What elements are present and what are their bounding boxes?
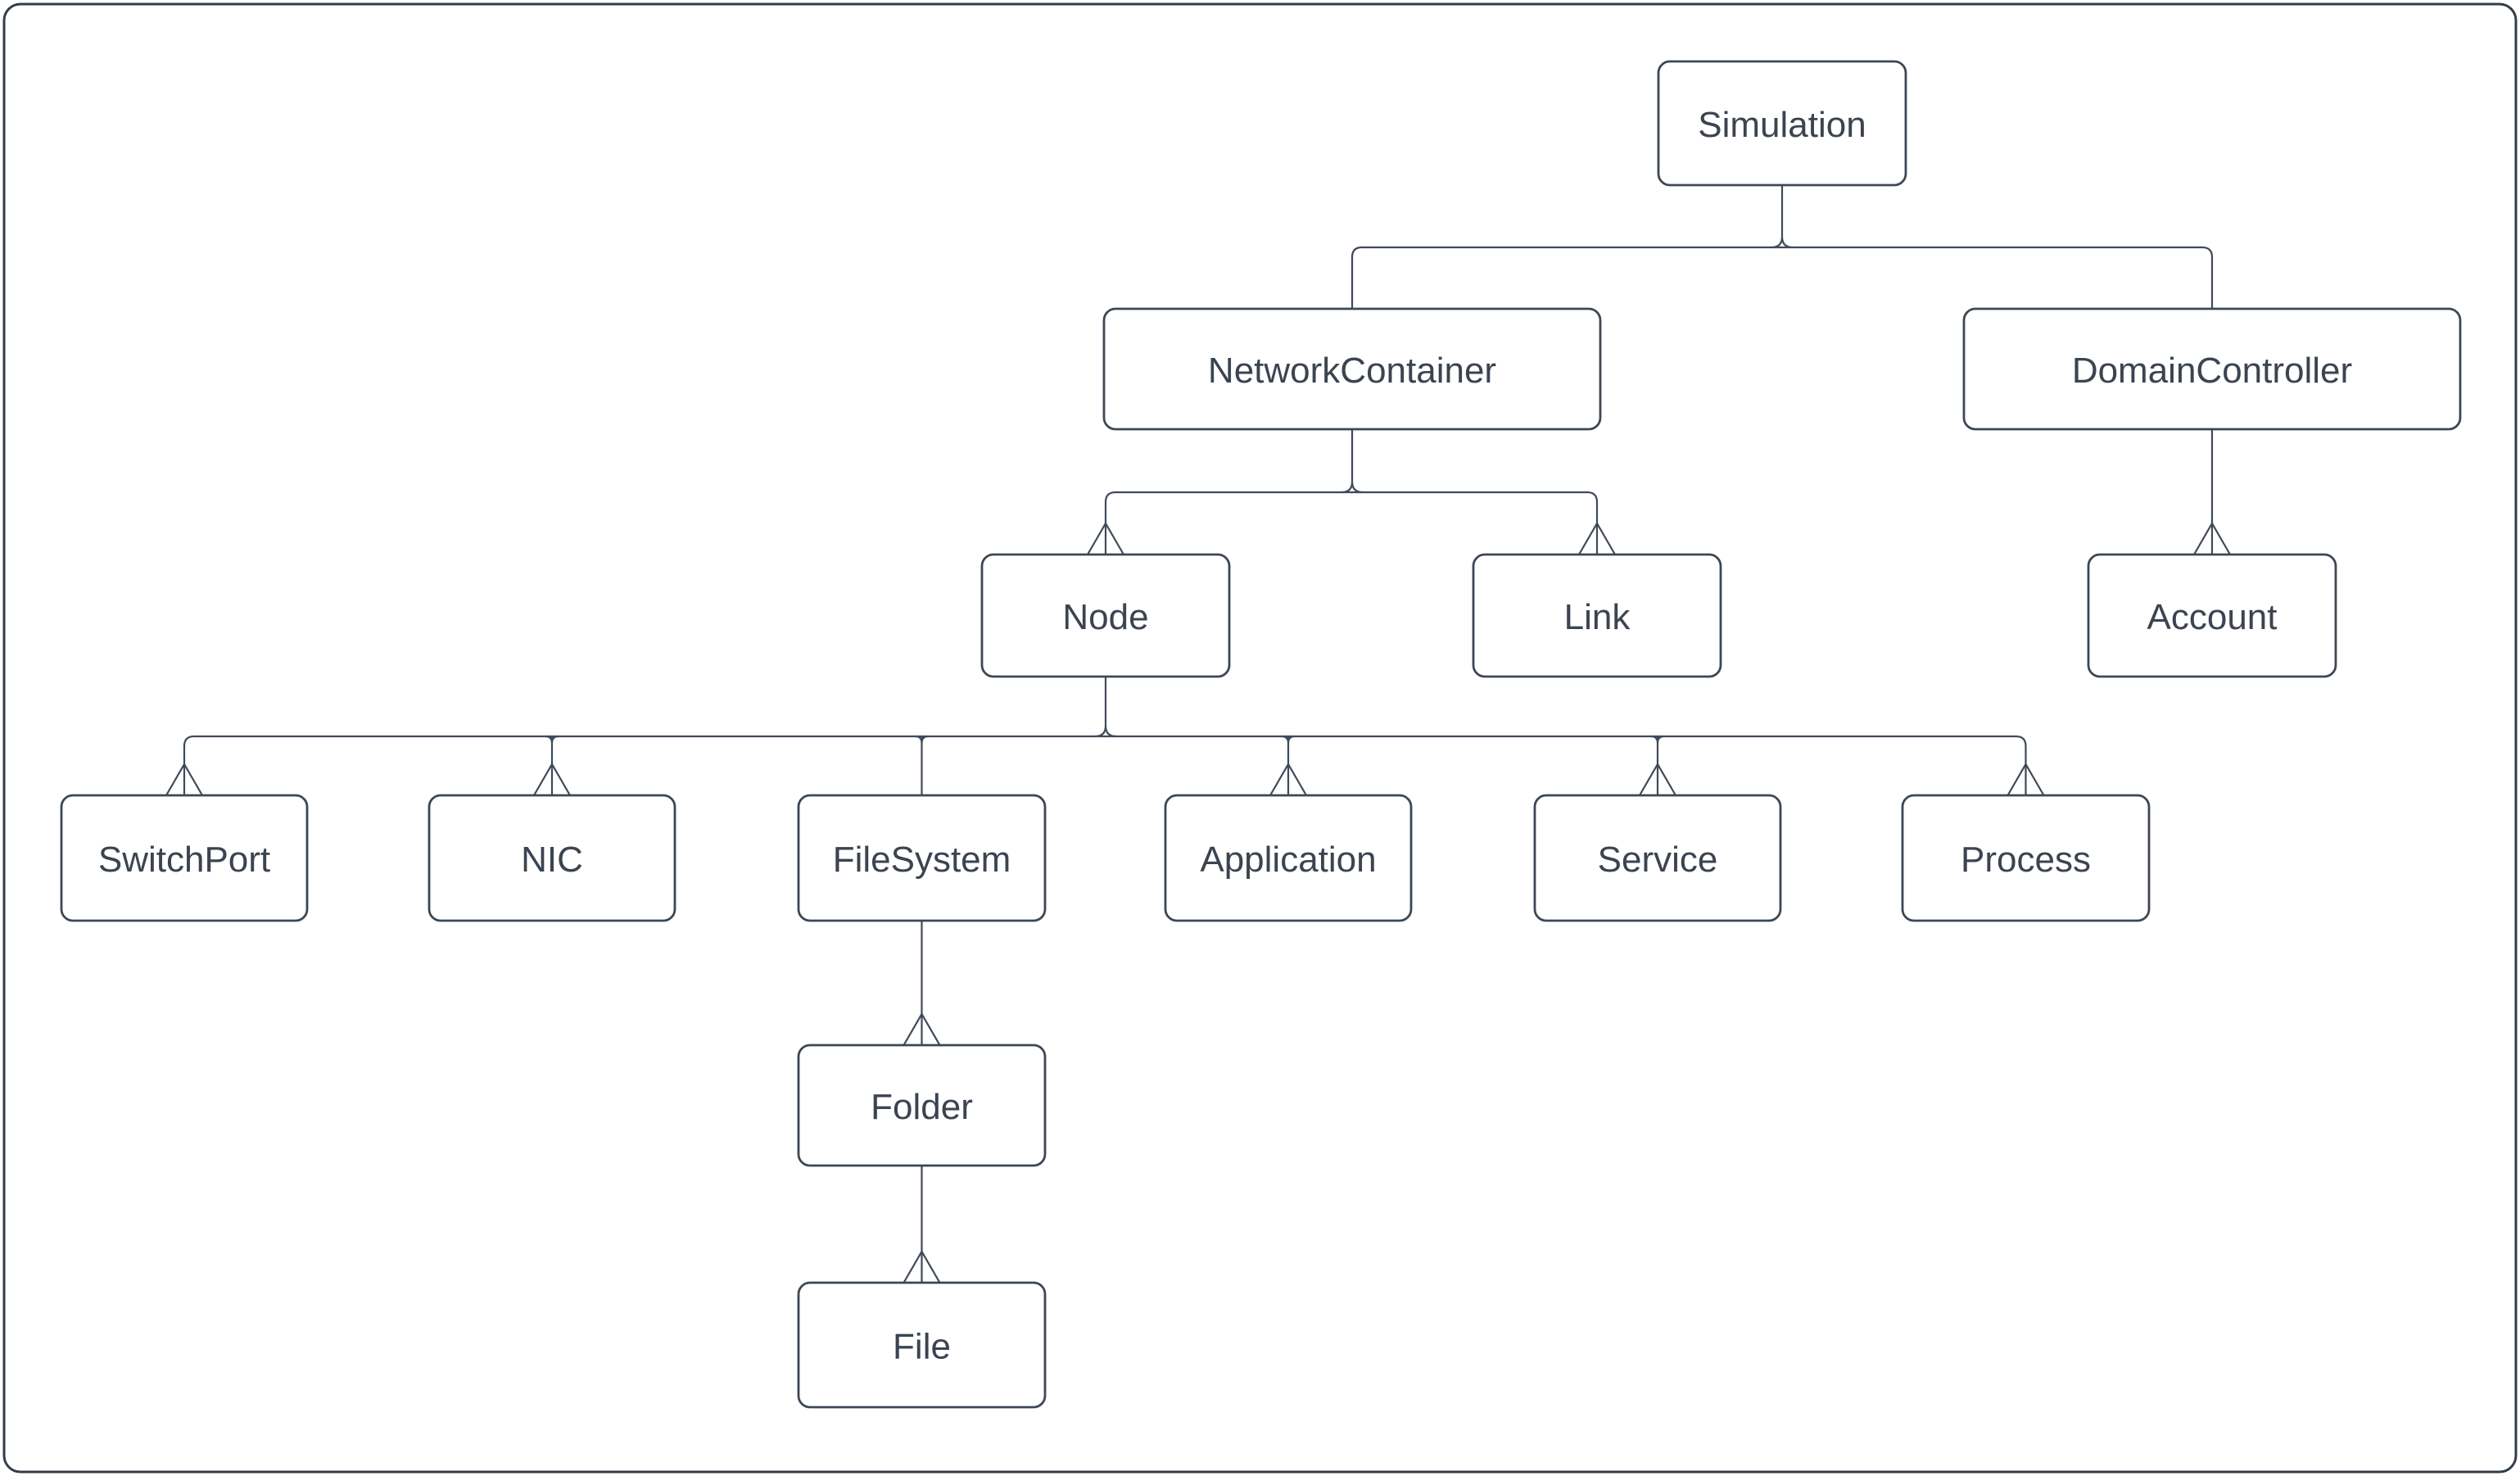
diagram-node-file[interactable]: File [797,1281,1047,1409]
edge-junction-fillet-service [1649,735,1666,745]
edge-trunk-flare-networkcontainer [1340,481,1364,494]
node-box-link[interactable] [1472,553,1722,678]
inheritance-arrowhead-icon-link [1577,521,1617,556]
diagram-node-service[interactable]: Service [1533,794,1782,922]
node-label-link: Link [1564,597,1631,637]
edge-group-domaincontroller [2192,428,2232,556]
diagram-node-node[interactable]: Node [980,553,1231,678]
edge-group-filesystem [903,919,941,1047]
edge-trunk-flare-simulation [1770,236,1794,249]
node-label-file: File [893,1327,951,1367]
node-box-folder[interactable] [797,1044,1047,1167]
edge-group-node [165,675,2045,797]
edge-junction-fillet-filesystem [914,735,930,745]
edge-junction-fillet-application [1280,735,1296,745]
diagram-node-networkcontainer[interactable]: NetworkContainer [1102,307,1602,431]
diagram-node-process[interactable]: Process [1901,794,2151,922]
node-box-application[interactable] [1164,794,1413,922]
node-box-switchport[interactable] [60,794,309,922]
node-box-domaincontroller[interactable] [1962,307,2462,431]
node-box-networkcontainer[interactable] [1102,307,1602,431]
edge-group-folder [903,1164,941,1284]
node-label-networkcontainer: NetworkContainer [1208,351,1496,391]
edge-layer [165,183,2232,1284]
node-label-node: Node [1062,597,1148,637]
inheritance-arrowhead-icon-application [1269,762,1308,797]
node-box-filesystem[interactable] [797,794,1047,922]
diagram-node-nic[interactable]: NIC [428,794,676,922]
node-label-switchport: SwitchPort [98,840,270,880]
edge-trunk-flare-node [1093,725,1118,738]
node-box-nic[interactable] [428,794,676,922]
inheritance-arrowhead-icon-file [903,1249,941,1284]
edge-group-simulation [1350,183,2214,310]
inheritance-arrowhead-icon-process [2006,762,2045,797]
edge-group-networkcontainer [1086,428,1617,556]
edge-junction-fillet-nic [544,735,560,745]
inheritance-arrowhead-icon-node [1086,521,1125,556]
inheritance-arrowhead-icon-folder [903,1012,941,1047]
node-box-process[interactable] [1901,794,2151,922]
edge-bus-simulation [1350,246,2214,259]
node-label-account: Account [2147,597,2278,637]
node-label-folder: Folder [871,1087,973,1127]
node-label-simulation: Simulation [1698,105,1866,145]
node-box-file[interactable] [797,1281,1047,1409]
node-box-service[interactable] [1533,794,1782,922]
node-label-service: Service [1598,840,1718,880]
inheritance-arrowhead-icon-switchport [165,762,204,797]
inheritance-arrowhead-icon-service [1638,762,1677,797]
node-box-node[interactable] [980,553,1231,678]
inheritance-arrowhead-icon-account [2192,521,2232,556]
diagram-node-filesystem[interactable]: FileSystem [797,794,1047,922]
diagram-node-folder[interactable]: Folder [797,1044,1047,1167]
node-label-domaincontroller: DomainController [2072,351,2352,391]
diagram-node-link[interactable]: Link [1472,553,1722,678]
node-label-process: Process [1961,840,2091,880]
node-label-filesystem: FileSystem [833,840,1011,880]
edge-bus-networkcontainer [1104,491,1599,504]
node-box-account[interactable] [2087,553,2337,678]
edge-bus-node [183,735,2027,748]
diagram-node-simulation[interactable]: Simulation [1657,60,1907,187]
diagram-node-domaincontroller[interactable]: DomainController [1962,307,2462,431]
node-box-simulation[interactable] [1657,60,1907,187]
diagram-node-switchport[interactable]: SwitchPort [60,794,309,922]
inheritance-arrowhead-icon-nic [532,762,572,797]
diagram-node-application[interactable]: Application [1164,794,1413,922]
node-label-nic: NIC [521,840,583,880]
node-label-application: Application [1200,840,1376,880]
diagram-node-account[interactable]: Account [2087,553,2337,678]
